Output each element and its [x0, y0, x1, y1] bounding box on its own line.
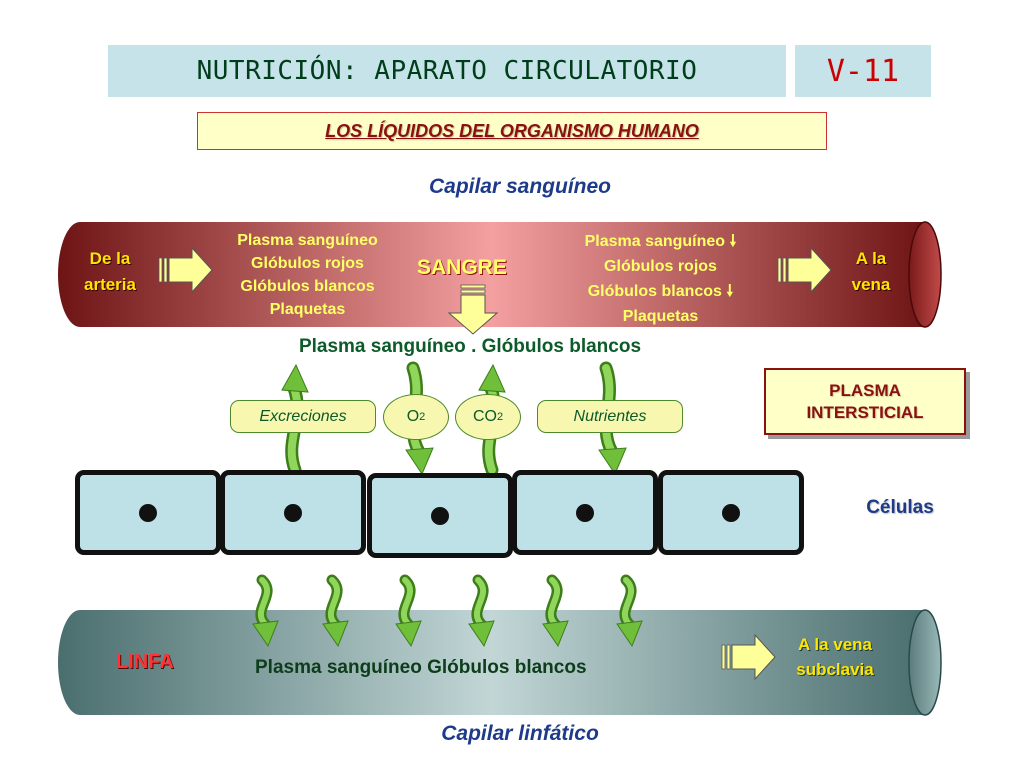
lymph-capillary-caption: Capilar linfático	[441, 722, 599, 745]
blood-components-out: Plasma sanguíneo 🠗 Glóbulos rojos Glóbul…	[548, 229, 773, 329]
to-subclavian-label: A la vena subclavia	[770, 632, 900, 682]
lymph-arrow-2	[322, 574, 349, 648]
lymph-arrow-4	[468, 574, 495, 648]
outflow-text: Plasma sanguíneo . Glóbulos blancos	[298, 336, 642, 357]
interstitial-line-1: PLASMA	[829, 380, 901, 400]
page-subtitle: LOS LÍQUIDOS DEL ORGANISMO HUMANO	[197, 112, 827, 150]
to-vein-label: A la vena	[836, 246, 906, 298]
interstitial-plasma-label: PLASMA INTERSTICIAL	[764, 368, 966, 435]
cell	[367, 473, 513, 558]
o2-text: O	[406, 408, 420, 425]
lymph-drain-arrows	[252, 574, 643, 648]
from-artery-line-1: De la	[89, 249, 131, 268]
subclavian-line-2: subclavia	[796, 660, 874, 679]
component-white-cells: Glóbulos blancos	[240, 278, 375, 295]
decrease-arrow-icon: 🠗	[729, 233, 737, 250]
component-platelets: Plaquetas	[269, 301, 346, 318]
component-out-platelets: Plaquetas	[622, 308, 699, 325]
lymph-arrow-1	[252, 574, 279, 648]
co2-subscript: 2	[496, 411, 504, 423]
flow-arrow-lymph-out	[721, 633, 776, 681]
cell	[75, 470, 221, 555]
lymph-arrow-3	[395, 574, 422, 648]
cell-nucleus	[139, 503, 157, 522]
lymph-capillary-tube	[58, 609, 942, 716]
sangre-down-arrow	[447, 284, 499, 335]
lymph-content: Plasma sanguíneo Glóbulos blancos	[255, 657, 587, 678]
o2-subscript: 2	[419, 411, 426, 423]
cell	[658, 470, 804, 555]
to-vein-line-2: vena	[851, 275, 891, 294]
sangre-label: SANGRE	[417, 256, 507, 279]
from-artery-label: De la arteria	[60, 246, 160, 298]
flow-arrow-out	[777, 246, 832, 294]
cell-nucleus	[284, 503, 302, 522]
cell-nucleus	[722, 503, 740, 522]
pill-excreciones: Excreciones	[230, 400, 376, 433]
cell-nucleus	[431, 506, 449, 525]
lymph-arrow-6	[616, 574, 643, 648]
pill-nutrientes: Nutrientes	[537, 400, 683, 433]
component-out-red-cells: Glóbulos rojos	[604, 258, 717, 275]
cell	[220, 470, 366, 555]
linfa-label: LINFA	[116, 651, 174, 673]
flow-arrow-in	[158, 246, 213, 294]
decrease-arrow-icon: 🠗	[726, 283, 734, 300]
page-title: NUTRICIÓN: APARATO CIRCULATORIO	[108, 45, 786, 97]
slide-code: V-11	[795, 45, 931, 97]
to-vein-line-1: A la	[855, 249, 887, 268]
component-plasma: Plasma sanguíneo	[237, 232, 378, 249]
component-red-cells: Glóbulos rojos	[251, 255, 364, 272]
co2-text: CO	[472, 408, 497, 425]
lymph-arrow-5	[542, 574, 569, 648]
subclavian-line-1: A la vena	[797, 635, 873, 654]
cells-label: Células	[866, 497, 934, 518]
blood-capillary-tube	[58, 221, 942, 328]
component-out-plasma: Plasma sanguíneo 🠗	[584, 233, 737, 250]
component-out-white-cells: Glóbulos blancos 🠗	[587, 283, 734, 300]
from-artery-line-2: arteria	[84, 275, 136, 294]
blood-capillary-caption: Capilar sanguíneo	[428, 175, 612, 198]
cell	[512, 470, 658, 555]
blood-components-in: Plasma sanguíneo Glóbulos rojos Glóbulos…	[210, 229, 405, 321]
interstitial-line-2: INTERSTICIAL	[806, 402, 924, 422]
cell-nucleus	[576, 503, 594, 522]
